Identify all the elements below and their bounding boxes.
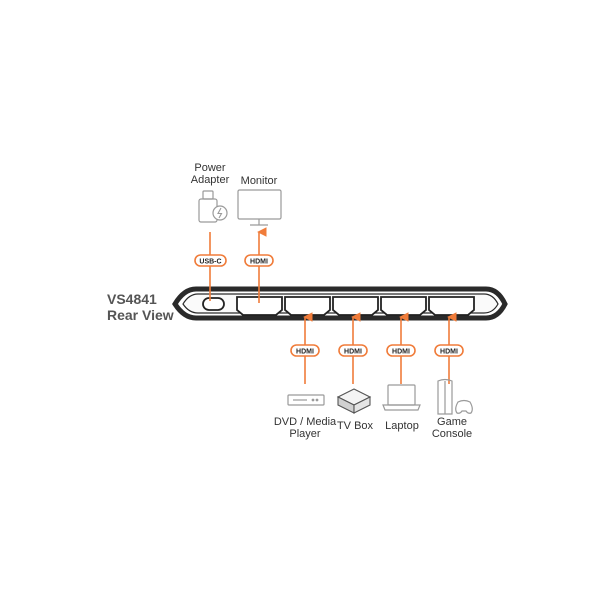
dvd-player-label-line1: DVD / Media: [274, 416, 337, 428]
game-console-label-line1: Game: [437, 416, 467, 428]
title-model: VS4841: [107, 291, 157, 307]
hdmi-out-port: [236, 296, 283, 316]
hdmi-in-badge-4: HDMI: [434, 344, 464, 357]
title-view: Rear View: [107, 307, 174, 323]
hdmi-in-badge-2: HDMI: [338, 344, 368, 357]
monitor-label: Monitor: [241, 175, 278, 187]
power-adapter-icon: [198, 190, 228, 223]
hdmi-in-port-2: [332, 296, 379, 316]
power-adapter-label-line2: Adapter: [191, 174, 230, 186]
hdmi-in-badge-3-label: HDMI: [392, 349, 410, 356]
hdmi-in-badge-3: HDMI: [386, 344, 416, 357]
usb-c-badge: USB-C: [194, 254, 227, 267]
hdmi-in-badge-1-label: HDMI: [296, 349, 314, 356]
hdmi-in-port-4: [428, 296, 475, 316]
laptop-icon: [382, 384, 421, 411]
tv-box-icon: [336, 388, 372, 414]
hdmi-in-port-3: [380, 296, 427, 316]
monitor-icon: [237, 189, 282, 226]
hdmi-in-badge-4-label: HDMI: [440, 349, 458, 356]
tv-box-label: TV Box: [337, 420, 374, 432]
hdmi-in-badge-2-label: HDMI: [344, 349, 362, 356]
dvd-player-icon: [287, 394, 325, 406]
hdmi-out-badge-label: HDMI: [250, 259, 268, 266]
dvd-player-label-line2: Player: [289, 428, 321, 440]
hdmi-in-port-1: [284, 296, 331, 316]
game-console-label-line2: Console: [432, 428, 472, 440]
usb-c-badge-label: USB-C: [199, 259, 221, 266]
hdmi-in-badge-1: HDMI: [290, 344, 320, 357]
usb-c-port: [202, 297, 225, 311]
power-adapter-label-line1: Power: [194, 162, 226, 174]
laptop-label: Laptop: [385, 420, 419, 432]
game-console-icon: [437, 378, 473, 415]
hdmi-out-badge: HDMI: [244, 254, 274, 267]
